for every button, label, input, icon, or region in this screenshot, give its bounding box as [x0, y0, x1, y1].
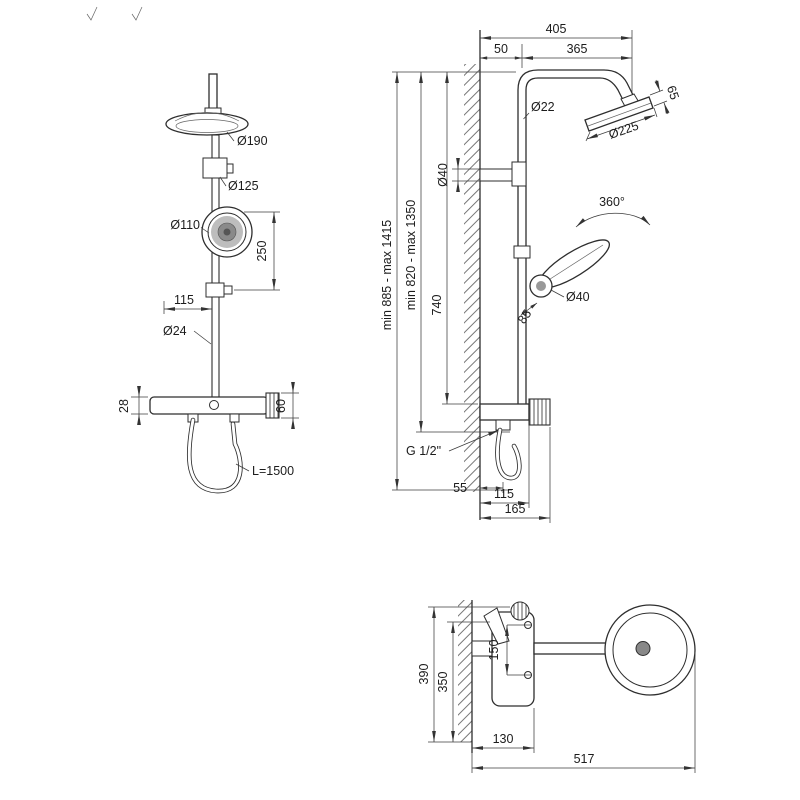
finish-mark-icon	[86, 6, 98, 21]
diverter-button-front	[209, 400, 219, 410]
dim-side-head-rotation: 360°	[599, 195, 625, 209]
dim-front-bracket-diameter: Ø125	[228, 179, 259, 193]
dim-side-height-to-shelf: 740	[430, 295, 444, 316]
dim-front-pipe-diameter: Ø24	[163, 324, 187, 338]
shower-arm-front	[208, 73, 218, 113]
dim-side-head-thickness: 65	[664, 84, 682, 102]
dim-bottom-body-depth: 130	[493, 732, 514, 746]
rotation-arc	[575, 212, 651, 228]
shelf-front	[149, 396, 269, 415]
side-view: 405 50 365 Ø225 65 Ø22 360°	[380, 22, 682, 523]
bottom-view: 390 350 150 130 517	[417, 600, 696, 773]
upper-bracket-front	[202, 157, 228, 179]
dim-side-pipe-diameter: Ø22	[531, 100, 555, 114]
wall-bracket-side	[479, 168, 513, 182]
dim-side-depth-shelf: 115	[494, 487, 514, 501]
dim-bottom-depth-total: 390	[417, 664, 431, 685]
dim-side-height-total: min 885 - max 1415	[380, 220, 394, 331]
dim-side-hand-head-diameter: Ø40	[566, 290, 590, 304]
wall-hatch	[464, 64, 480, 492]
dim-front-slider-span: 250	[255, 241, 269, 262]
dim-front-head-diameter: Ø190	[237, 134, 268, 148]
dim-side-arm-total: 405	[546, 22, 567, 36]
wall-hatch-bottom	[458, 600, 472, 742]
dim-side-connection-thread: G 1/2"	[406, 444, 441, 458]
dim-bottom-depth-body: 350	[436, 672, 450, 693]
dim-side-depth-hose: 55	[453, 481, 467, 495]
dim-front-knob-height: 60	[274, 399, 288, 413]
slider-bracket-front	[205, 282, 225, 298]
overhead-arm-side	[517, 69, 634, 96]
dim-front-hand-shower-diameter: Ø110	[170, 218, 200, 232]
dim-side-hand-offset: 85	[515, 307, 534, 326]
dim-bottom-reach-total: 517	[574, 752, 595, 766]
dim-side-pipe-to-head: 365	[567, 42, 588, 56]
shelf-side	[479, 403, 530, 421]
dim-side-bracket-diameter: Ø40	[436, 163, 450, 187]
rain-head-front	[165, 112, 249, 136]
dim-side-depth-knob: 165	[505, 502, 526, 516]
dim-side-height-column: min 820 - max 1350	[404, 200, 418, 311]
ball-joint-bottom	[635, 641, 651, 656]
hose-outlet-side	[495, 419, 511, 431]
dim-bottom-ports-span: 150	[487, 640, 501, 661]
finish-mark-icon	[131, 6, 143, 21]
dim-front-shelf-thickness: 28	[117, 399, 131, 413]
dim-side-wall-to-pipe: 50	[494, 42, 508, 56]
dim-front-offset: 115	[174, 293, 194, 307]
dim-front-hose-length: L=1500	[252, 464, 294, 478]
temperature-knob-front	[265, 392, 280, 419]
diverter-knob-bottom	[510, 601, 530, 621]
temperature-knob-side	[528, 398, 551, 426]
front-view: Ø190 Ø125 Ø110 250 115 Ø24	[86, 6, 299, 494]
hand-shower-holder-side	[513, 245, 531, 259]
